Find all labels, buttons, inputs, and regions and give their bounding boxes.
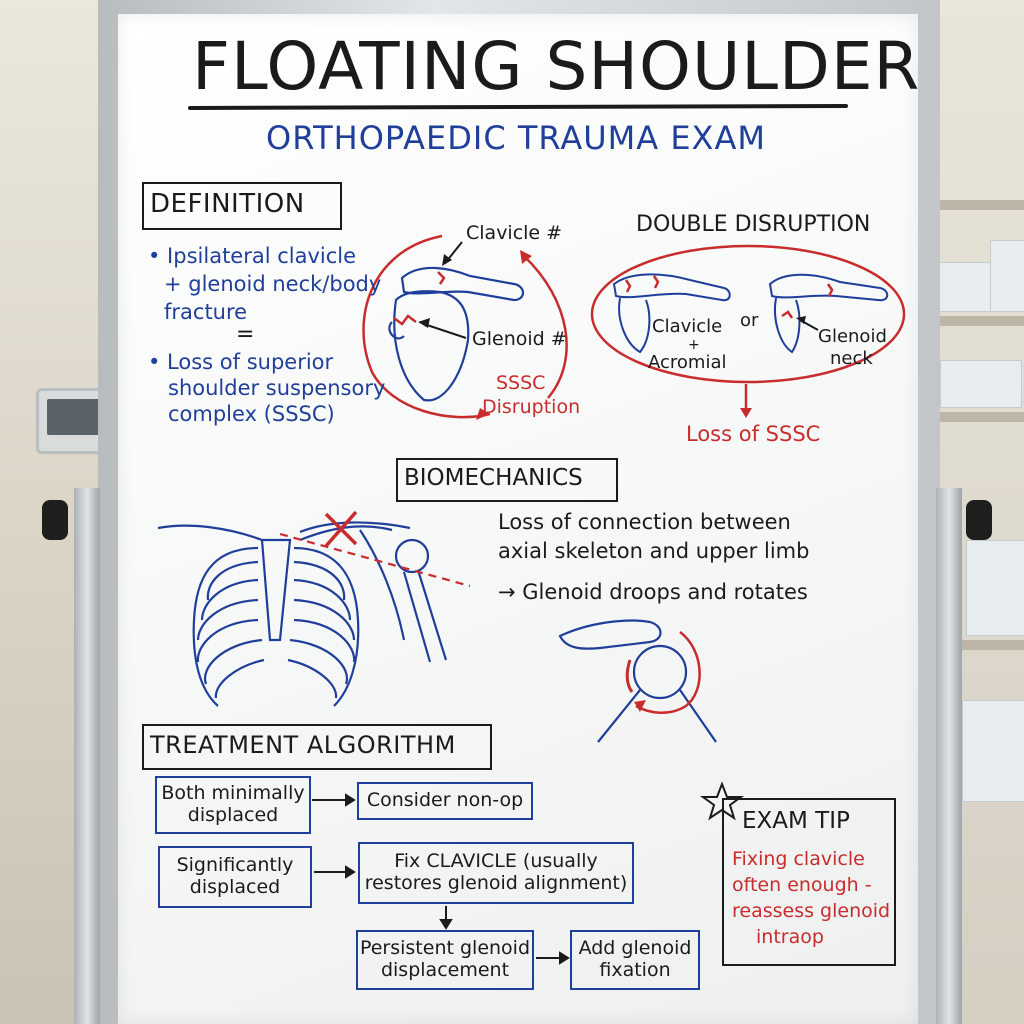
shelf <box>935 200 1024 210</box>
biomechanics-heading: BIOMECHANICS <box>404 465 583 491</box>
exam-tip-text: reassess glenoid <box>732 900 891 922</box>
biomechanics-text: → Glenoid droops and rotates <box>498 580 808 604</box>
treatment-heading-box <box>142 724 492 770</box>
clavicle-fracture-label: Clavicle # <box>466 222 563 244</box>
supply-box <box>966 540 1024 636</box>
exam-tip-text: intraop <box>756 926 824 948</box>
supply-box <box>962 700 1024 802</box>
shelf <box>935 316 1024 326</box>
biomechanics-heading-box <box>396 458 618 502</box>
disruption-x-icon <box>279 510 471 588</box>
supply-box <box>936 262 1000 312</box>
shelf <box>935 412 1024 422</box>
definition-heading-box <box>142 182 342 230</box>
loss-of-sssc-label: Loss of SSSC <box>686 422 821 446</box>
definition-text: • Loss of superior <box>148 350 334 374</box>
supply-box <box>940 360 1022 408</box>
treatment-heading: TREATMENT ALGORITHM <box>150 731 456 759</box>
treatment-box-nonop: Consider non-op <box>357 782 533 820</box>
definition-text: + glenoid neck/body <box>164 272 382 296</box>
double-disruption-heading: DOUBLE DISRUPTION <box>636 212 871 237</box>
biomechanics-text: Loss of connection between <box>498 510 791 534</box>
treatment-box-significant: Significantly displaced <box>158 846 312 908</box>
exam-tip-heading: EXAM TIP <box>742 808 850 834</box>
ribcage-diagram-icon <box>157 521 448 707</box>
double-disruption-label: neck <box>830 348 873 369</box>
shelf <box>935 640 1024 650</box>
page-subtitle: ORTHOPAEDIC TRAUMA EXAM <box>266 119 766 157</box>
stand-knob-left <box>42 500 68 540</box>
glenoid-fracture-label: Glenoid # <box>472 328 567 350</box>
exam-tip-text: Fixing clavicle <box>732 848 865 870</box>
shoulder-diagram-icon <box>362 234 568 420</box>
treatment-box-glenoid-fixation: Add glenoid fixation <box>570 930 700 990</box>
definition-text: complex (SSSC) <box>168 402 335 426</box>
sssc-label: Disruption <box>482 396 581 418</box>
definition-heading: DEFINITION <box>150 189 305 219</box>
exam-tip-text: often enough - <box>732 874 872 896</box>
treatment-box-minimal: Both minimally displaced <box>155 776 311 834</box>
treatment-arrows <box>312 793 570 965</box>
double-disruption-or: or <box>740 310 759 331</box>
sssc-label: SSSC <box>496 372 546 394</box>
double-disruption-diagram-icon <box>590 244 906 418</box>
biomechanics-text: axial skeleton and upper limb <box>498 539 810 563</box>
glenoid-droop-diagram-icon <box>558 619 717 743</box>
definition-text: shoulder suspensory <box>168 376 386 400</box>
exam-tip-box <box>722 798 896 966</box>
double-disruption-label: Clavicle <box>652 316 723 337</box>
treatment-box-persistent: Persistent glenoid displacement <box>356 930 534 990</box>
double-disruption-label: Glenoid <box>818 326 887 347</box>
double-disruption-label: + <box>688 337 700 353</box>
stand-knob-right <box>966 500 992 540</box>
page-title: FLOATING SHOULDER <box>192 28 921 105</box>
equals-sign: = <box>236 322 255 347</box>
double-disruption-label: Acromial <box>648 352 727 373</box>
stand-leg-left <box>74 488 100 1024</box>
treatment-box-fix-clavicle: Fix CLAVICLE (usually restores glenoid a… <box>358 842 634 904</box>
stand-leg-right <box>936 488 962 1024</box>
definition-text: • Ipsilateral clavicle <box>148 244 357 268</box>
supply-box <box>990 240 1024 312</box>
definition-text: fracture <box>164 300 248 324</box>
